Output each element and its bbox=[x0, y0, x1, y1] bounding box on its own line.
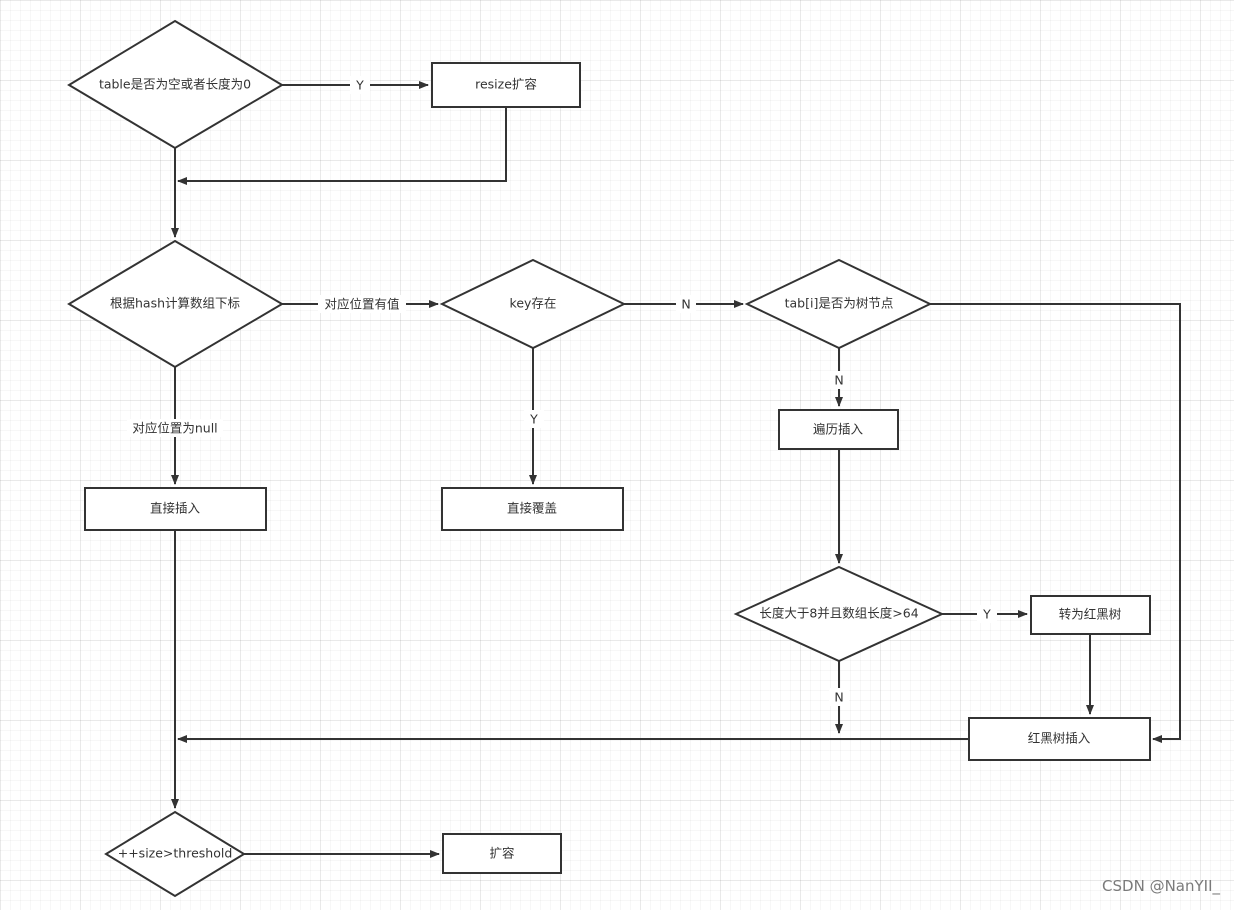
edge-label-key-yes: Y bbox=[529, 412, 538, 427]
node-label-calc-index: 根据hash计算数组下标 bbox=[110, 296, 240, 311]
decision-key-exists bbox=[439, 258, 627, 350]
node-label-traverse-insert: 遍历插入 bbox=[813, 422, 864, 437]
node-label-direct-insert: 直接插入 bbox=[150, 501, 201, 516]
process-traverse-insert bbox=[778, 409, 899, 450]
decision-calc-index bbox=[67, 239, 284, 369]
edge-label-tree-no: N bbox=[834, 373, 843, 388]
edge-label-slot-null: 对应位置为null bbox=[132, 421, 217, 436]
process-direct-overwrite bbox=[441, 487, 624, 531]
edge-label-key-no: N bbox=[681, 297, 690, 312]
process-direct-insert bbox=[84, 487, 267, 531]
process-to-red-black bbox=[1030, 595, 1151, 635]
node-label-length-check: 长度大于8并且数组长度>64 bbox=[759, 606, 918, 621]
label-bg bbox=[127, 419, 223, 437]
edge-label-length-yes: Y bbox=[982, 607, 991, 622]
process-expand bbox=[442, 833, 562, 874]
edge-label-slot-has-value: 对应位置有值 bbox=[324, 297, 399, 312]
node-label-table-check: table是否为空或者长度为0 bbox=[99, 77, 251, 92]
label-bg bbox=[829, 371, 849, 389]
node-label-expand: 扩容 bbox=[489, 846, 514, 861]
node-label-resize: resize扩容 bbox=[475, 77, 537, 92]
edge-tree-node-to-red-black-insert bbox=[930, 303, 1181, 743]
node-label-to-red-black: 转为红黑树 bbox=[1059, 607, 1122, 622]
decision-tree-node bbox=[744, 258, 933, 350]
decision-table-check bbox=[67, 19, 284, 150]
process-resize bbox=[431, 62, 581, 108]
decision-size-check bbox=[104, 810, 246, 898]
node-label-tree-node: tab[i]是否为树节点 bbox=[785, 296, 894, 311]
label-bg bbox=[318, 295, 406, 313]
label-bg bbox=[829, 688, 849, 706]
label-bg bbox=[676, 295, 696, 313]
label-bg bbox=[977, 605, 997, 623]
edge-label-table-yes: Y bbox=[355, 78, 364, 93]
watermark: CSDN @NanYII_ bbox=[1102, 877, 1220, 896]
label-bg bbox=[350, 76, 370, 94]
edge-resize-to-merge bbox=[177, 107, 507, 185]
decision-length-check bbox=[733, 565, 945, 663]
process-red-black-insert bbox=[968, 717, 1151, 761]
node-label-red-black-insert: 红黑树插入 bbox=[1028, 731, 1091, 746]
node-label-direct-overwrite: 直接覆盖 bbox=[507, 501, 557, 516]
edge-label-length-no: N bbox=[834, 690, 843, 705]
node-label-size-check: ++size>threshold bbox=[118, 846, 233, 861]
node-label-key-exists: key存在 bbox=[510, 296, 557, 311]
label-bg bbox=[524, 410, 544, 428]
